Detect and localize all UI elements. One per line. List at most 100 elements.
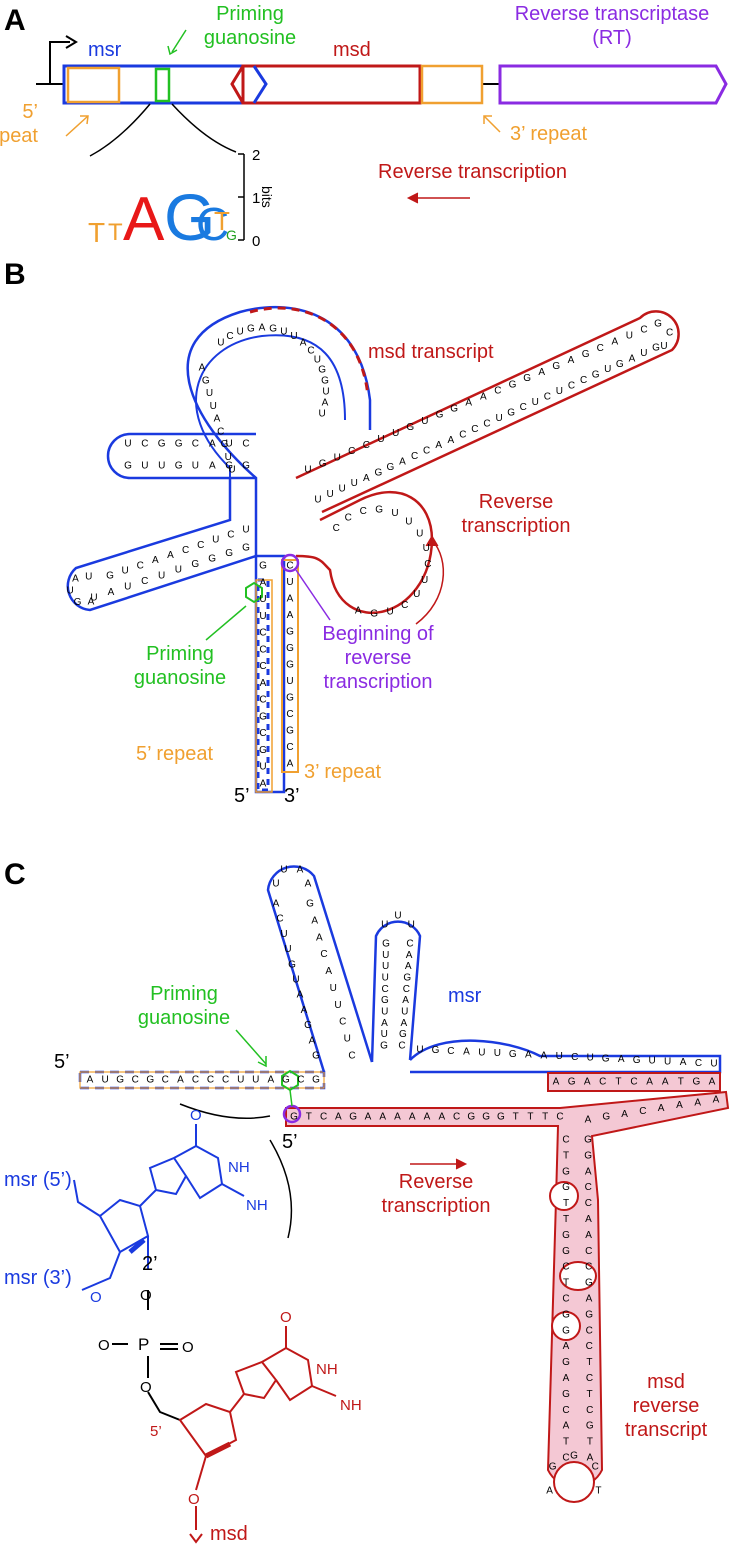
nucleotide: A: [658, 1103, 665, 1114]
nucleotide: G: [158, 439, 166, 450]
c-nh2-blue: NH: [246, 1197, 268, 1214]
nucleotide: A: [87, 1075, 94, 1086]
priming-box: [154, 67, 171, 103]
c-pyr-blue: [173, 1144, 224, 1200]
nucleotide: G: [286, 643, 294, 654]
nucleotide: U: [381, 1007, 388, 1018]
nucleotide: U: [101, 1075, 108, 1086]
nucleotide: U: [175, 565, 182, 576]
nucleotide: U: [381, 1029, 388, 1040]
nucleotide: G: [584, 1135, 592, 1146]
logo-small-G: G: [226, 227, 237, 243]
nucleotide: A: [463, 1047, 470, 1058]
nucleotide: T: [563, 1214, 569, 1225]
nucleotide: C: [453, 1112, 460, 1123]
c-msr-label: msr: [448, 985, 482, 1007]
c-o-p-left: O: [98, 1337, 110, 1354]
nucleotide: U: [228, 465, 235, 476]
nucleotide: C: [695, 1058, 702, 1069]
nucleotide: A: [568, 355, 575, 366]
nucleotide: G: [387, 462, 395, 473]
nucleotide: C: [586, 1341, 593, 1352]
nucleotide: T: [587, 1437, 593, 1448]
logo-C: C: [196, 198, 229, 250]
nucleotide: U: [478, 1047, 485, 1058]
nucleotide: G: [242, 543, 250, 554]
nucleotide: U: [212, 535, 219, 546]
nucleotide: G: [507, 408, 515, 419]
nucleotide: G: [584, 1150, 592, 1161]
nucleotide: G: [259, 711, 267, 722]
nucleotide: G: [549, 1462, 557, 1473]
c-p-label: P: [138, 1335, 149, 1354]
nucleotide: C: [562, 1135, 569, 1146]
nucleotide: G: [562, 1325, 570, 1336]
repeat5-pointer: [65, 115, 89, 137]
nucleotide: G: [654, 319, 662, 330]
c-end5-mid: 5’: [282, 1131, 298, 1153]
nucleotide: U: [587, 1053, 594, 1064]
msr-label: msr: [88, 39, 122, 61]
panel-b-letter: B: [4, 258, 26, 291]
nucleotide: U: [640, 348, 647, 359]
nucleotide: C: [320, 949, 327, 960]
nucleotide: C: [520, 402, 527, 413]
c-nh2-red-bond: [311, 1385, 337, 1397]
rt-gene-box: [498, 64, 728, 105]
nucleotide: A: [405, 961, 412, 972]
nucleotide: C: [333, 523, 340, 534]
nucleotide: C: [568, 381, 575, 392]
nucleotide: U: [381, 920, 388, 931]
nucleotide: T: [563, 1437, 569, 1448]
nucleotide: A: [152, 555, 159, 566]
nucleotide: C: [162, 1075, 169, 1086]
nucleotide: A: [409, 1112, 416, 1123]
nucleotide: U: [192, 461, 199, 472]
nucleotide: C: [586, 1325, 593, 1336]
nucleotide: C: [586, 1405, 593, 1416]
c-zoom-right: [269, 1139, 293, 1239]
repeat5-label: 5’repeat: [0, 101, 38, 147]
c-o-blue: O: [190, 1107, 202, 1124]
c-ribose-blue-c5: [73, 1179, 101, 1217]
nucleotide: C: [259, 644, 266, 655]
nucleotide: A: [88, 597, 95, 608]
nucleotide: U: [660, 341, 667, 352]
nucleotide: C: [182, 545, 189, 556]
logo-T1: T: [88, 217, 105, 248]
nucleotide: G: [582, 349, 590, 360]
nucleotide: C: [192, 1075, 199, 1086]
nucleotide: A: [587, 1453, 594, 1464]
nucleotide: U: [206, 388, 213, 399]
nucleotide: U: [280, 326, 287, 337]
nucleotide: A: [297, 990, 304, 1001]
repeat3-pointer-head: [483, 115, 492, 124]
nucleotide: C: [494, 385, 501, 396]
nucleotide: C: [259, 695, 266, 706]
nucleotide: A: [209, 461, 216, 472]
nucleotide: G: [124, 461, 132, 472]
nucleotide: A: [553, 1077, 560, 1088]
nucleotide: A: [618, 1054, 625, 1065]
promoter-arrow: [49, 41, 70, 84]
nucleotide: A: [585, 1166, 592, 1177]
nucleotide: U: [495, 413, 502, 424]
nucleotide: G: [399, 1029, 407, 1040]
nucleotide: A: [676, 1100, 683, 1111]
nucleotide: G: [450, 404, 458, 415]
c-nh-blue: NH: [228, 1159, 250, 1176]
nucleotide: U: [124, 439, 131, 450]
c-priming-pointer-head: [257, 1056, 267, 1068]
nucleotide: G: [286, 627, 294, 638]
nucleotide: U: [237, 1075, 244, 1086]
nucleotide: G: [116, 1075, 124, 1086]
nucleotide: T: [563, 1198, 569, 1209]
nucleotide: G: [693, 1077, 701, 1088]
b-revtx-arc: [415, 539, 444, 625]
nucleotide: A: [585, 1230, 592, 1241]
logo-tick-label-2: 2: [252, 147, 260, 164]
nucleotide: U: [318, 408, 325, 419]
